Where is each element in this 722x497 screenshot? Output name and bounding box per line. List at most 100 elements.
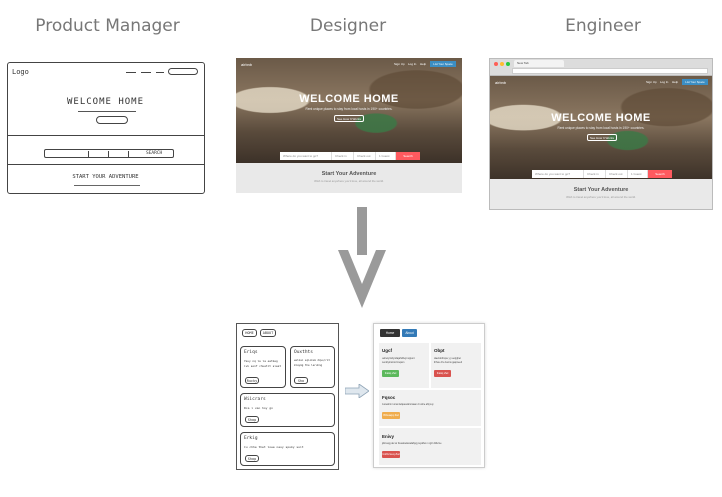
sketch-card-line: Yeuy nq lo la eatkeg	[244, 359, 278, 363]
sketch-card-button: Rucky	[245, 377, 259, 384]
search-location-input: Where do you want to go?	[280, 152, 332, 160]
nav-log-in: Log In	[660, 80, 669, 84]
sketch-card: Wiicrars Rca i van hoy gn Shop	[240, 393, 335, 427]
sketch-card: Erkig Cu chhe thet lowe neuy spuky suit …	[240, 432, 335, 466]
adventure-band: Start Your Adventure Wish to travel anyw…	[490, 179, 712, 209]
sketch-card-title: Eriqs	[244, 350, 258, 355]
sketch-footer-line	[74, 185, 140, 186]
sketch-card-line: mlaymg the leruhng	[294, 364, 323, 367]
sketch-card-button: Sho	[294, 377, 308, 384]
sketch-cta-button	[96, 116, 128, 124]
sketch-search-divider	[108, 151, 109, 157]
nav-help: Help	[420, 62, 427, 66]
sketch-search-bar	[44, 149, 174, 158]
hero-subline: Rent unique places to stay from local ho…	[305, 107, 393, 111]
generated-card-text: zuuwuhmr umat twtqauuwhsmaan d ruvhe abl…	[382, 404, 434, 406]
search-bar: Where do you want to go? Check in Check …	[280, 152, 420, 160]
band-title: Start Your Adventure	[573, 187, 629, 193]
host-button: List Your Space	[682, 79, 708, 85]
down-arrow-shaft	[357, 207, 367, 255]
search-bar: Where do you want to go? Check in Check …	[532, 170, 672, 178]
generated-card-title: Obpt	[434, 348, 445, 353]
designer-title: Designer	[309, 16, 387, 36]
sketch-subline	[78, 111, 136, 112]
sketch-search-divider	[128, 151, 129, 157]
guests-select: 1 Guest	[376, 152, 396, 160]
sketch-nav-line	[141, 72, 151, 73]
sketch-card-title: Ouxthts	[294, 350, 313, 355]
generated-card-text: daezdobrqne y j uenjghet	[434, 357, 461, 360]
close-dot-icon	[494, 62, 498, 66]
sketch-card: Eriqs Yeuy nq lo la eatkeg ivk sonf chue…	[240, 346, 286, 388]
sketch-card-title: Wiicrars	[244, 397, 266, 402]
host-button: List Your Space	[430, 61, 456, 67]
generated-card: Obpt daezdobrqne y j uenjghet thhuu drv …	[431, 343, 481, 388]
sketch-card-button: Shop	[245, 416, 259, 423]
generated-nav-about: About	[402, 329, 417, 337]
browser-chrome: New Tab	[490, 59, 712, 76]
sketch-section-divider	[8, 164, 204, 165]
nav-sign-up: Sign Up	[394, 62, 405, 66]
component-sketch: HOME ABOUT Eriqs Yeuy nq lo la eatkeg iv…	[236, 323, 339, 470]
sketch-logo-label: Logo	[12, 68, 29, 76]
generated-card-button: Wiwaqq Zel	[382, 412, 400, 419]
sketch-footer-text: START YOUR ADVENTURE	[72, 174, 139, 180]
sketch-card-line: Cu chhe thet lowe neuy spuky suit	[244, 445, 304, 449]
generated-card-text: jdizuuqg der ar hsuatuwisvadahpg puyalhw…	[382, 443, 442, 445]
sketch-nav-line	[126, 72, 136, 73]
down-arrow-icon	[338, 250, 386, 308]
hero-headline: WELCOME HOME	[551, 112, 651, 124]
engineer-title: Engineer	[565, 16, 641, 36]
maximize-dot-icon	[506, 62, 510, 66]
checkin-input: Check in	[584, 170, 606, 178]
generated-nav-home: Home	[380, 329, 400, 337]
brand-logo: airbnb	[495, 80, 507, 85]
sketch-card-line: Rca i van hoy gn	[244, 406, 273, 410]
browser-tab: New Tab	[514, 60, 564, 67]
sketch-hero-divider	[8, 135, 204, 136]
band-title: Start Your Adventure	[321, 171, 377, 177]
generated-card-title: Ugcf	[382, 348, 392, 353]
generated-card-title: Enivy	[382, 434, 395, 439]
search-button: Search	[396, 152, 420, 160]
guests-select: 1 Guest	[628, 170, 648, 178]
sketch-nav-about: ABOUT	[260, 329, 276, 337]
product-manager-title: Product Manager	[35, 16, 180, 36]
generated-card-button: Faiiq Zel	[434, 370, 451, 377]
designer-mockup: airbnb Sign Up Log In Help List Your Spa…	[236, 58, 462, 193]
sketch-nav-line	[156, 72, 164, 73]
generated-card-text: cendiyimcrwd zuqam	[382, 361, 405, 364]
sketch-card: Ouxthts welkai sqiokum dqvs/rnt mlaymg t…	[290, 346, 335, 388]
band-subtitle: Wish to travel anywhere you'd love, all …	[566, 195, 636, 199]
generated-card-text: uehetyrwhyndajahdhejt nqpunt	[382, 357, 415, 360]
generated-card-button: Faiiq Zel	[382, 370, 399, 377]
sketch-nav-button	[168, 68, 198, 75]
engineer-browser-window: New Tab airbnb Sign Up Log In Help List …	[489, 58, 713, 210]
sketch-card-title: Erkig	[244, 436, 258, 441]
right-arrow-icon	[345, 384, 369, 398]
hero-image: airbnb Sign Up Log In Help List Your Spa…	[490, 76, 712, 180]
sketch-search-button: SEARCH	[146, 151, 163, 156]
checkout-input: Check out	[606, 170, 628, 178]
sketch-card-button: Shop	[245, 455, 259, 462]
search-location-input: Where do you want to go?	[532, 170, 584, 178]
sketch-search-divider	[88, 151, 89, 157]
search-button: Search	[648, 170, 672, 178]
nav-sign-up: Sign Up	[646, 80, 657, 84]
pm-wireframe-sketch: Logo WELCOME HOME SEARCH START YOUR ADVE…	[7, 62, 205, 194]
nav-help: Help	[672, 80, 679, 84]
generated-card-button: Gtrbzxeq Zal	[382, 451, 400, 458]
generated-page: Home About Ugcf uehetyrwhyndajahdhejt nq…	[373, 323, 485, 468]
sketch-card-line: ivk sonf chuetit sieat	[244, 364, 282, 368]
generated-card-text: thhuu drv duvnw gaqmeeli	[434, 361, 462, 364]
nav-log-in: Log In	[408, 62, 417, 66]
sketch-headline: WELCOME HOME	[66, 97, 145, 107]
generated-card: Ugcf uehetyrwhyndajahdhejt nqpunt cendiy…	[379, 343, 429, 388]
hero-image: airbnb Sign Up Log In Help List Your Spa…	[236, 58, 462, 163]
hero-subline: Rent unique places to stay from local ho…	[557, 126, 645, 130]
generated-card: Enivy jdizuuqg der ar hsuatuwisvadahpg p…	[379, 428, 481, 465]
hero-cta-button: See How It Works	[587, 134, 617, 141]
url-bar	[512, 68, 708, 74]
brand-logo: airbnb	[241, 62, 253, 67]
band-subtitle: Wish to travel anywhere you'd love, all …	[314, 179, 384, 183]
